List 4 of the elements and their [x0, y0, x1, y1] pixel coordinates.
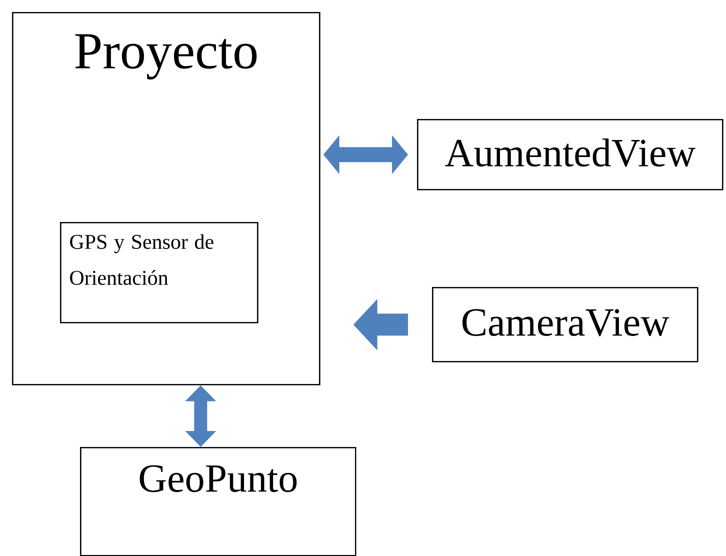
- class-box: CameraView: [432, 287, 698, 362]
- module-box: GPS y Sensor de Orientación: [60, 222, 258, 324]
- class-box: AumentedView: [417, 119, 724, 190]
- class-box: GeoPunto: [80, 447, 356, 556]
